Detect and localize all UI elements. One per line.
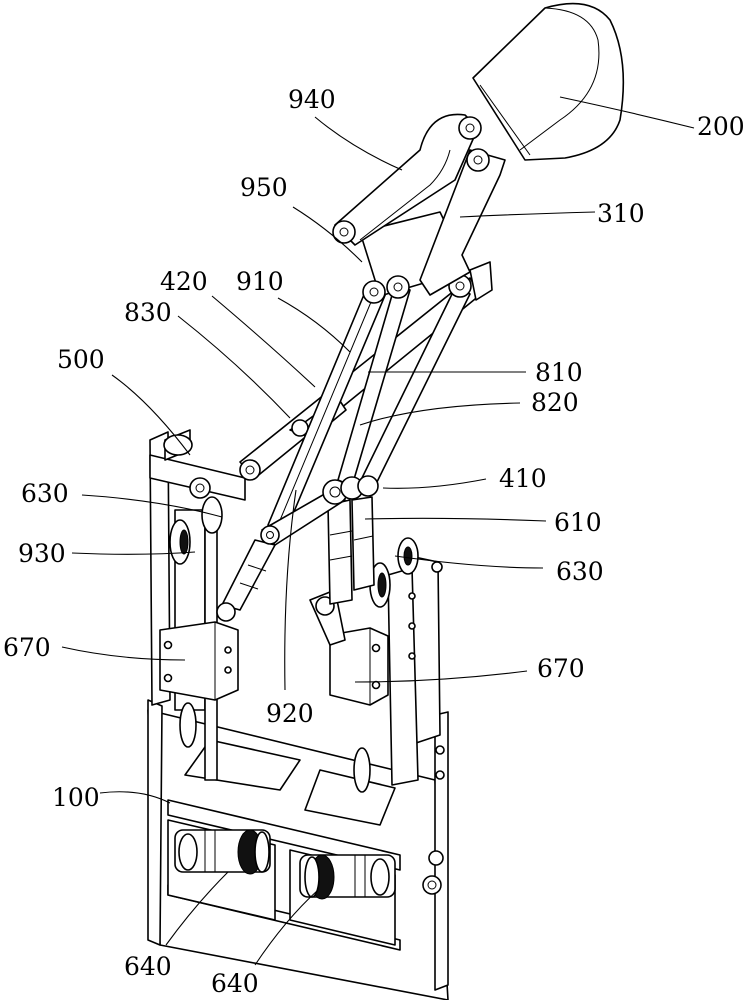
leader-line-630 [81, 494, 223, 518]
reference-label-500: 500 [57, 345, 105, 374]
leader-line-640b [254, 889, 319, 966]
finger-links [332, 113, 506, 296]
reference-label-920: 920 [266, 699, 314, 728]
leader-line-610 [364, 517, 547, 522]
reference-label-930: 930 [18, 539, 66, 568]
leader-line-420 [211, 295, 316, 388]
leader-lines [61, 96, 695, 966]
reference-label-940: 940 [288, 85, 336, 114]
reference-label-820: 820 [531, 388, 579, 417]
reference-label-200: 200 [697, 112, 745, 141]
reference-label-630b: 630 [556, 557, 604, 586]
reference-label-670b: 670 [537, 654, 585, 683]
reference-label-410: 410 [499, 464, 547, 493]
leader-line-830 [177, 315, 291, 419]
leader-line-100 [99, 791, 171, 804]
leader-line-500 [111, 374, 191, 456]
leader-line-910 [277, 297, 351, 353]
reference-label-420: 420 [160, 267, 208, 296]
motor-right [299, 854, 396, 900]
reference-label-100: 100 [52, 783, 100, 812]
reference-label-810: 810 [535, 358, 583, 387]
fingertip-pad [472, 2, 625, 161]
leader-line-670b [354, 670, 528, 683]
leader-line-310 [459, 211, 596, 218]
reference-label-830: 830 [124, 298, 172, 327]
reference-label-640: 640 [124, 952, 172, 981]
leader-line-410 [382, 478, 487, 489]
right-upright [353, 537, 443, 793]
bracket-right [309, 589, 389, 706]
reference-label-640b: 640 [211, 969, 259, 998]
reference-label-610: 610 [554, 508, 602, 537]
leader-line-930 [71, 551, 196, 555]
bracket-left [159, 621, 239, 701]
leader-line-640 [165, 871, 229, 946]
leader-line-940 [314, 116, 403, 171]
leader-line-920 [284, 489, 297, 691]
leader-line-630b [394, 555, 544, 569]
reference-label-670: 670 [3, 633, 51, 662]
reference-label-630: 630 [21, 479, 69, 508]
reference-label-950: 950 [240, 173, 288, 202]
reference-label-310: 310 [597, 199, 645, 228]
leader-line-950 [292, 206, 363, 263]
leader-line-670 [61, 646, 186, 661]
leader-line-200 [559, 96, 695, 129]
linkage-arms [239, 211, 493, 546]
motor-left [174, 829, 271, 875]
reference-label-910: 910 [236, 267, 284, 296]
leader-line-820 [359, 402, 521, 426]
